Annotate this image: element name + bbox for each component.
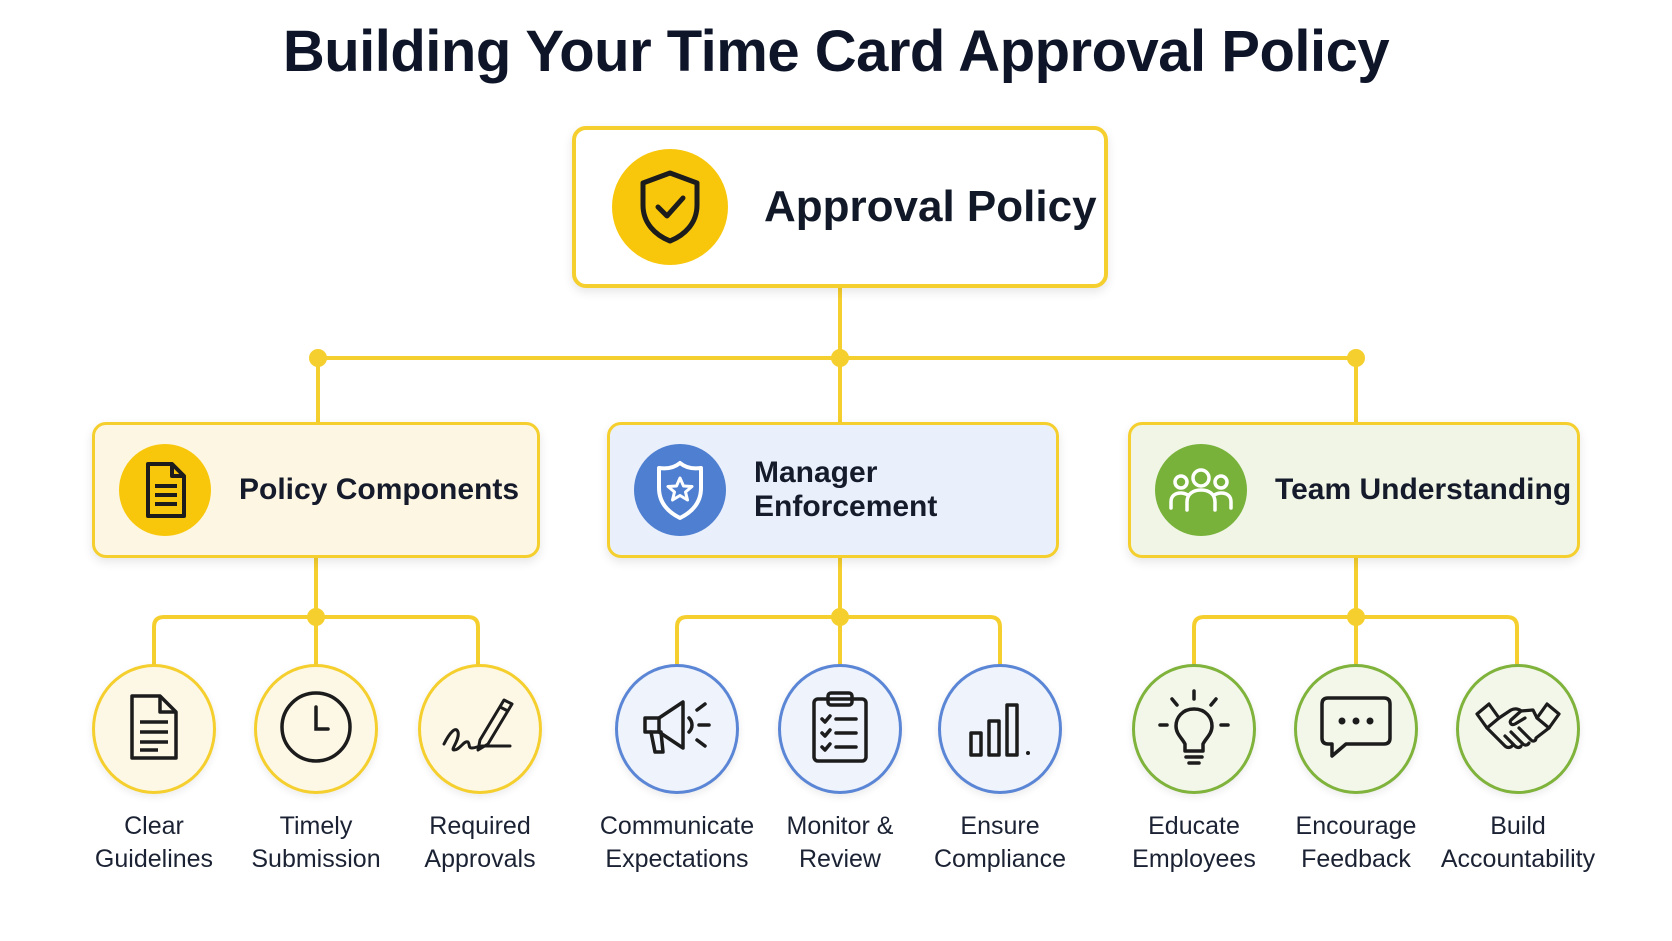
leaf-label: Required Approvals bbox=[380, 810, 580, 876]
root-label: Approval Policy bbox=[764, 182, 1097, 231]
handshake-icon bbox=[1475, 694, 1561, 765]
document-icon bbox=[126, 692, 182, 767]
megaphone-icon bbox=[637, 692, 717, 767]
leaf-label-line: Educate bbox=[1148, 812, 1240, 840]
leaf-ensure-compliance bbox=[938, 664, 1062, 794]
leaf-required-approvals bbox=[418, 664, 542, 794]
badge-star-icon bbox=[634, 444, 726, 536]
leaf-label-line: Communicate bbox=[599, 812, 755, 840]
team-group-icon bbox=[1155, 444, 1247, 536]
leaf-label-line: Ensure bbox=[960, 812, 1040, 840]
leaf-label-line: Approvals bbox=[424, 845, 536, 873]
category-team-understanding: Team Understanding bbox=[1128, 422, 1580, 558]
clock-icon bbox=[278, 689, 354, 770]
leaf-label-line: Feedback bbox=[1301, 845, 1411, 873]
bar-chart-icon bbox=[965, 695, 1035, 764]
clipboard-checklist-icon bbox=[810, 689, 870, 770]
leaf-clear-guidelines bbox=[92, 664, 216, 794]
document-icon bbox=[119, 444, 211, 536]
leaf-timely-submission bbox=[254, 664, 378, 794]
leaf-label: Monitor & Review bbox=[740, 810, 940, 876]
leaf-educate-employees bbox=[1132, 664, 1256, 794]
leaf-label-line: Expectations bbox=[605, 845, 749, 873]
leaf-label-line: Compliance bbox=[933, 845, 1066, 873]
root-node-approval-policy: Approval Policy bbox=[572, 126, 1108, 288]
category-policy-components: Policy Components bbox=[92, 422, 540, 558]
leaf-label: Encourage Feedback bbox=[1256, 810, 1456, 876]
leaf-label: Build Accountability bbox=[1418, 810, 1618, 876]
leaf-encourage-feedback bbox=[1294, 664, 1418, 794]
leaf-label-line: Submission bbox=[251, 845, 381, 873]
leaf-label: Timely Submission bbox=[216, 810, 416, 876]
leaf-label-line: Clear bbox=[124, 812, 184, 840]
leaf-monitor-review bbox=[778, 664, 902, 794]
category-manager-enforcement: Manager Enforcement bbox=[607, 422, 1059, 558]
leaf-label-line: Review bbox=[799, 845, 881, 873]
signature-pen-icon bbox=[440, 692, 520, 767]
shield-check-icon bbox=[612, 149, 728, 265]
leaf-build-accountability bbox=[1456, 664, 1580, 794]
leaf-label: Educate Employees bbox=[1094, 810, 1294, 876]
leaf-label: Clear Guidelines bbox=[54, 810, 254, 876]
leaf-label-line: Encourage bbox=[1295, 812, 1417, 840]
leaf-label: Communicate Expectations bbox=[577, 810, 777, 876]
category-label: Manager Enforcement bbox=[754, 456, 938, 523]
leaf-label-line: Timely bbox=[279, 812, 353, 840]
leaf-label-line: Required bbox=[429, 812, 531, 840]
leaf-label-line: Build bbox=[1490, 812, 1546, 840]
leaf-label-line: Guidelines bbox=[94, 845, 214, 873]
leaf-label-line: Employees bbox=[1132, 845, 1256, 873]
lightbulb-icon bbox=[1154, 687, 1234, 772]
leaf-communicate-expectations bbox=[615, 664, 739, 794]
leaf-label: Ensure Compliance bbox=[900, 810, 1100, 876]
chat-bubble-icon bbox=[1318, 694, 1394, 765]
leaf-label-line: Monitor & bbox=[786, 812, 894, 840]
category-label: Team Understanding bbox=[1275, 473, 1572, 506]
category-label: Policy Components bbox=[239, 473, 520, 506]
page-title: Building Your Time Card Approval Policy bbox=[282, 19, 1390, 84]
leaf-label-line: Accountability bbox=[1440, 845, 1596, 873]
